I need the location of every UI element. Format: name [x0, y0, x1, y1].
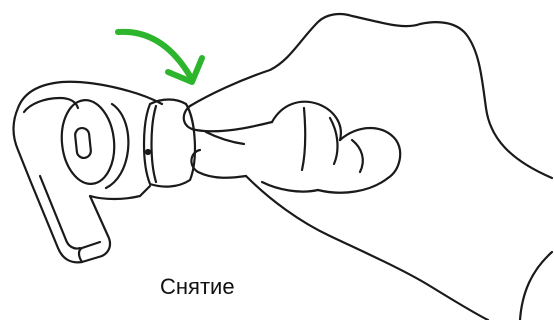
ear-tip-icon [144, 100, 195, 187]
caption-label: Снятие [160, 272, 300, 302]
arrow-icon [118, 32, 202, 82]
earbud-icon [14, 82, 163, 263]
